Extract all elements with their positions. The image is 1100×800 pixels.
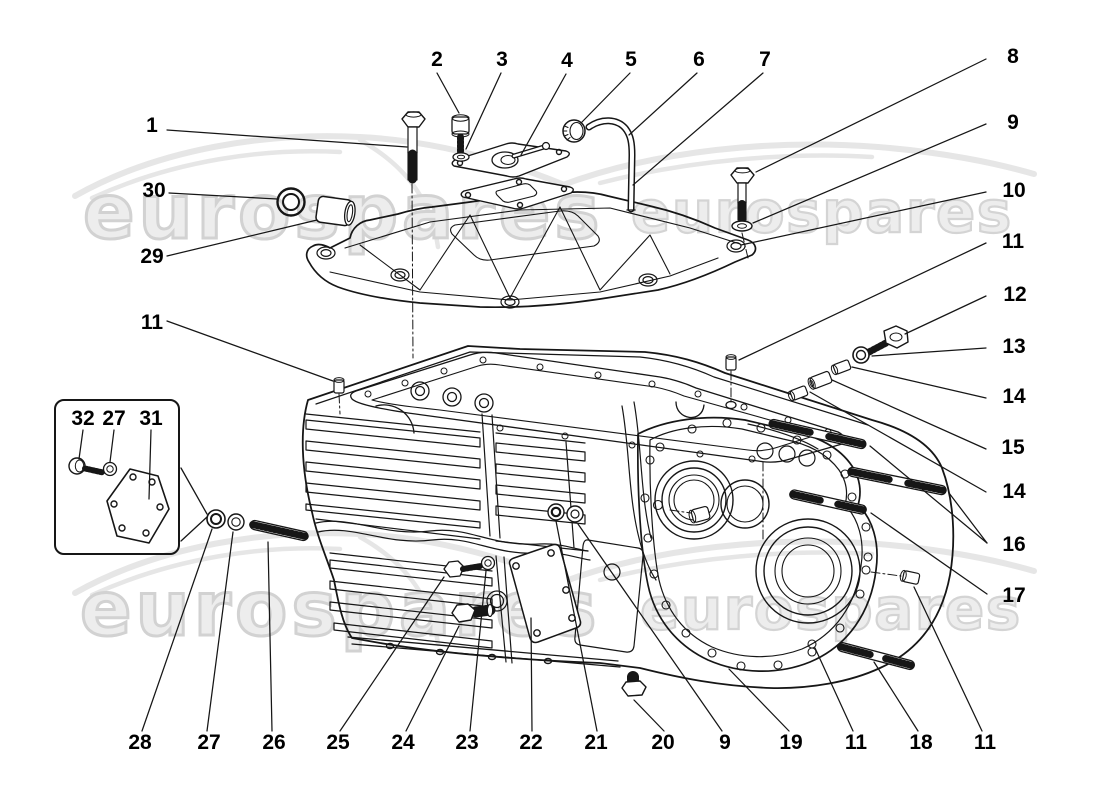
bolt-1 [401, 111, 426, 184]
stud-26 [249, 519, 309, 542]
callout-28: 28 [128, 731, 152, 754]
selector-cover-plate [451, 141, 570, 178]
callout-11: 11 [973, 731, 997, 754]
callout-19: 19 [779, 731, 803, 754]
callout-14: 14 [1002, 480, 1026, 503]
washer-13 [852, 346, 870, 364]
callout-13: 13 [1002, 335, 1026, 358]
dowel-11b [725, 354, 737, 371]
swoosh-bottom [72, 530, 1037, 647]
callout-18: 18 [909, 731, 933, 754]
cover-bolt-bosses [316, 239, 746, 309]
bushing-21 [547, 503, 565, 521]
callout-17: 17 [1002, 584, 1026, 607]
seal-ring-30 [276, 187, 306, 217]
callout-16: 16 [1002, 533, 1026, 556]
watermark-text: eurospares [630, 178, 1013, 247]
bushing-9b [566, 505, 584, 523]
callout-8: 8 [1007, 45, 1019, 68]
callout-7: 7 [759, 48, 771, 71]
breather-pipe-6-7 [585, 117, 636, 213]
callout-9: 9 [719, 731, 731, 754]
washer-25 [480, 555, 496, 571]
callout-2: 2 [431, 48, 443, 71]
callout-4: 4 [561, 49, 573, 72]
spacer-15 [807, 370, 833, 390]
callout-3: 3 [496, 48, 508, 71]
callout-11: 11 [1001, 230, 1025, 253]
gearbox-housing-body [301, 345, 955, 689]
dowel-11d [899, 569, 921, 585]
callout-11: 11 [844, 731, 868, 754]
housing-top-opening [350, 351, 845, 463]
callout-21: 21 [584, 731, 608, 754]
callout-24: 24 [391, 731, 415, 754]
leader-lines [78, 58, 988, 732]
callout-23: 23 [455, 731, 479, 754]
callout-27: 27 [197, 731, 221, 754]
callout-14: 14 [1002, 385, 1026, 408]
callout-6: 6 [693, 48, 705, 71]
bell-top-holes [747, 423, 819, 467]
callout-25: 25 [326, 731, 350, 754]
gearbox-top-cover [305, 191, 757, 309]
plug-24 [451, 603, 496, 623]
cover-rib-pattern [329, 206, 741, 301]
fitting-bolt-12 [865, 325, 909, 356]
callout-20: 20 [651, 731, 675, 754]
stud-17 [789, 489, 867, 515]
screw-32 [68, 457, 106, 476]
callout-32: 32 [71, 407, 95, 430]
bushing-14b [787, 385, 809, 402]
dowel-11a [333, 377, 345, 394]
stud-group [249, 418, 947, 671]
callout-12: 12 [1003, 283, 1027, 306]
seal-washer-28 [206, 509, 226, 529]
callout-11: 11 [140, 311, 164, 334]
cover-gasket-plate [460, 177, 574, 210]
plug-9c [688, 505, 711, 524]
callout-10: 10 [1002, 179, 1026, 202]
callout-26: 26 [262, 731, 286, 754]
callout-31: 31 [139, 407, 163, 430]
bushing-14a [830, 359, 852, 376]
stud-18 [836, 641, 915, 671]
side-cover-plate-22 [508, 543, 582, 644]
bolt-2 [451, 114, 470, 159]
washer-9 [731, 220, 753, 232]
callout-5: 5 [625, 48, 637, 71]
bolt-23 [443, 560, 484, 578]
washer-27b [227, 513, 245, 531]
bolt-8 [730, 167, 755, 223]
callout-30: 30 [142, 179, 166, 202]
oil-plug-20 [621, 671, 647, 697]
callout-22: 22 [519, 731, 543, 754]
breather-cap-5 [562, 119, 586, 143]
callout-27: 27 [102, 407, 126, 430]
washer-3 [452, 152, 470, 162]
callout-15: 15 [1001, 436, 1025, 459]
callout-9: 9 [1007, 111, 1019, 134]
bushing-29 [315, 195, 356, 227]
callout-29: 29 [140, 245, 164, 268]
stud-16b [847, 466, 947, 496]
callout-1: 1 [146, 114, 158, 137]
centerlines [338, 183, 902, 577]
stud-15-16a [768, 418, 867, 450]
